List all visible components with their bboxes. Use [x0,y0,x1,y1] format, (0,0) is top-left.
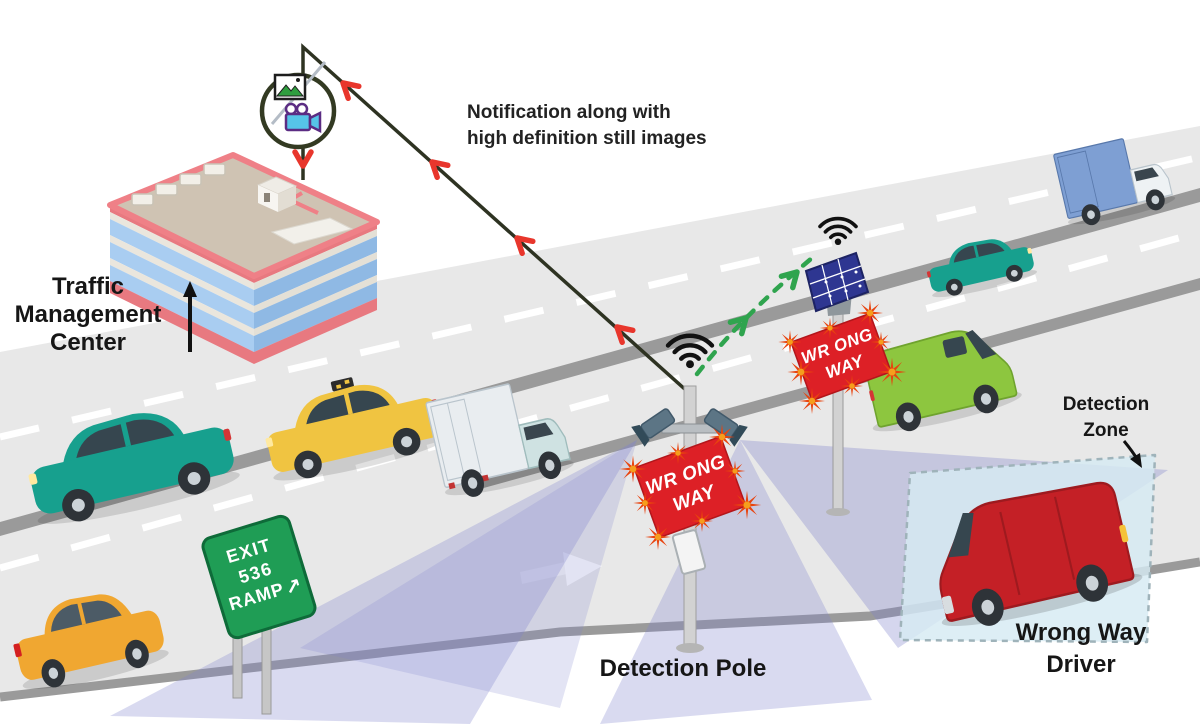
detection-pole-label: Detection Pole [600,655,767,682]
vehicle-sedan-yellow [13,594,169,690]
notification-line1: Notification along with [467,102,671,123]
wrong-way-driver-line2: Driver [1046,651,1115,678]
camera-right-icon [703,408,748,447]
notification-link [259,43,690,394]
roof-panel [270,217,354,245]
pole-plaque [671,529,707,575]
merge-arrow-marking [520,552,602,586]
notification-label: Notification along with high definition … [467,102,707,149]
detection-pole-assembly: WR ONG WAY [619,336,762,653]
vehicle-box-truck-blue [1053,138,1176,226]
vehicle-sedan-teal-east [926,239,1037,298]
tmc-label-line2: Management [15,301,162,328]
vehicle-box-truck-white [425,383,574,497]
notification-line2: high definition still images [467,128,707,149]
exit-sign-panel [201,514,317,640]
beam-left-narrow [300,440,637,708]
lane-dashes-upper [0,153,1200,441]
lane-dashes-lower [0,228,1200,572]
camera-left-icon [631,408,676,447]
building-left-wall [110,205,254,364]
roof-ac-units [131,163,226,206]
wrong-way-driver-label: Wrong Way Driver [1016,619,1147,678]
tmc-label-line1: Traffic [52,273,124,300]
video-camera-icon [284,102,322,134]
exit-sign-arrow-icon: ↗ [282,574,304,600]
tmc-pointer-arrowhead [183,281,197,297]
media-circle-icon [259,61,337,150]
vehicle-van-green [863,330,1022,432]
building-right-wall [254,222,377,364]
vehicle-sedan-teal-west [28,413,240,524]
solar-wrong-way-sign-assembly: WR ONG WAY [694,216,907,516]
exit-ramp-sign: EXIT 536 RAMP ↗ [201,514,317,715]
wrong-way-driver-line1: Wrong Way [1016,619,1147,646]
wrong-way-sign-upstream: WR ONG WAY [789,312,893,402]
pole-base [826,508,850,516]
still-image-icon [273,73,307,101]
detection-zone-line1: Detection [1063,394,1150,415]
vehicle-van-red-wrong-way [939,481,1143,627]
tmc-label-line3: Center [50,329,126,356]
solar-panel-icon [804,251,870,316]
beam-right-down [600,440,872,724]
detection-zone-line2: Zone [1083,420,1128,441]
detection-zone-pointer-head [1130,453,1142,468]
pole-base [676,643,704,653]
detection-zone-label: Detection Zone [1063,394,1150,468]
roof-penthouse [256,176,298,212]
traffic-management-center-building [107,152,380,364]
vehicle-taxi-yellow [265,377,446,481]
tmc-label: Traffic Management Center [15,273,197,356]
